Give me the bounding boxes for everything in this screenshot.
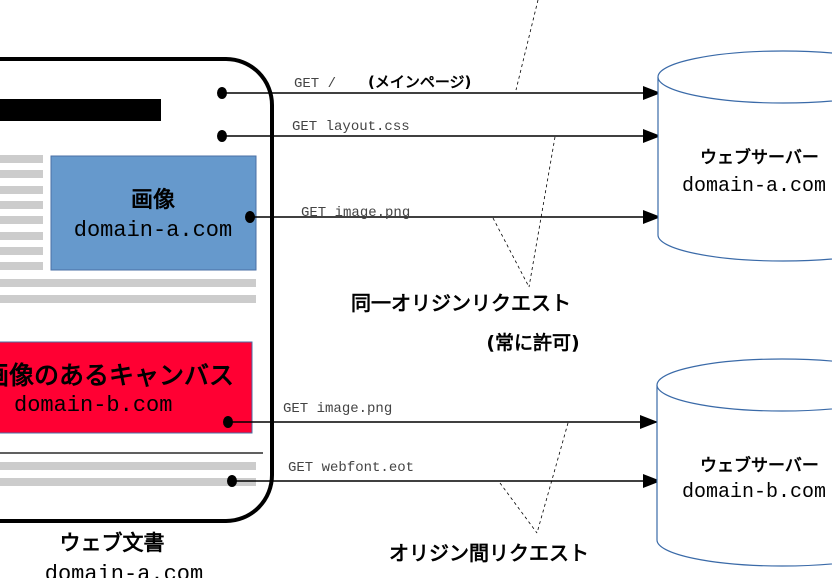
header-bar <box>0 99 161 121</box>
image-box <box>50 155 257 271</box>
canvas-domain: domain-b.com <box>14 393 172 418</box>
request-origin-dots <box>217 87 255 487</box>
request-2: GET layout.css <box>292 119 410 135</box>
image-domain: domain-a.com <box>74 218 232 243</box>
request-arrows <box>222 86 661 488</box>
web-document-frame <box>0 57 274 523</box>
text-lines-left <box>0 155 256 486</box>
canvas-title: 画像のあるキャンバス <box>0 361 234 390</box>
same-origin-label: 同一オリジンリクエスト <box>351 291 571 315</box>
document-title: ウェブ文書 <box>60 531 165 555</box>
cross-origin-label: オリジン間リクエスト <box>389 541 589 565</box>
request-1-note: (メインページ) <box>368 73 471 91</box>
server-b <box>656 358 832 567</box>
canvas-box <box>0 341 253 434</box>
document-domain: domain-a.com <box>45 562 203 578</box>
server-a <box>657 50 832 262</box>
request-3: GET image.png <box>301 205 410 221</box>
server-a-title: ウェブサーバー <box>700 147 819 168</box>
callout-lines <box>492 0 569 534</box>
server-b-title: ウェブサーバー <box>700 455 819 476</box>
request-4: GET image.png <box>283 401 392 417</box>
same-origin-note: (常に許可) <box>486 331 579 354</box>
request-1: GET / <box>294 76 336 92</box>
server-a-domain: domain-a.com <box>682 175 826 198</box>
server-b-domain: domain-b.com <box>682 481 826 504</box>
image-title: 画像 <box>131 187 176 213</box>
request-5: GET webfont.eot <box>288 460 414 476</box>
